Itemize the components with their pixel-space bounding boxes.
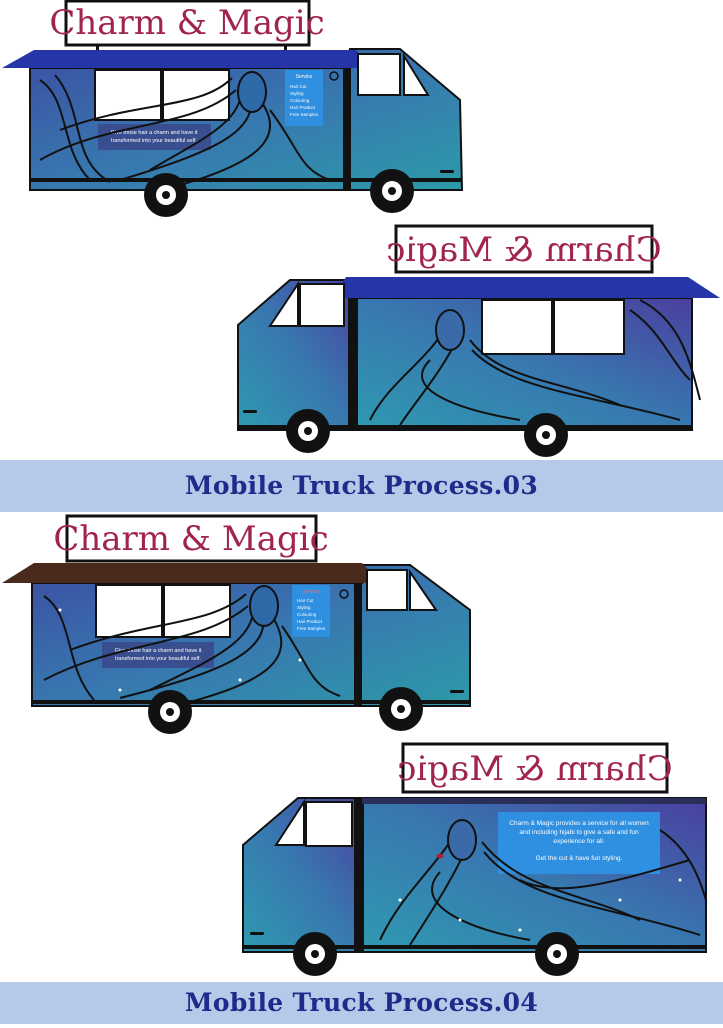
tagline-panel-3 (102, 642, 214, 668)
cab-window-4 (305, 801, 353, 847)
serving-window-3b (163, 584, 231, 638)
awning-1 (2, 50, 372, 68)
service-title-1: Service (296, 74, 313, 80)
svg-text:Service: Service (303, 589, 320, 595)
hair-art-3 (43, 585, 341, 703)
svg-text:Hair Cut: Hair Cut (290, 84, 307, 89)
svg-text:Free Samples: Free Samples (290, 112, 319, 117)
mirror-icon (339, 589, 349, 599)
tagline-line1-1: Give those hair a charm and have it (111, 130, 198, 136)
info-line1: Charm & Magic provides a service for all… (509, 820, 649, 827)
serving-window-2b (553, 299, 625, 355)
sign-text-1: Charm & Magic (49, 3, 324, 43)
caption-process-4: Mobile Truck Process.04 (184, 988, 539, 1017)
truck-3: Charm & Magic Give those hair a charm an… (2, 514, 471, 734)
sign-board-1 (64, 0, 311, 47)
svg-text:transformed into your beautifu: transformed into your beautiful self. (115, 656, 201, 662)
svg-text:Hair Product: Hair Product (297, 619, 323, 624)
info-panel-4 (498, 812, 660, 874)
svg-text:Free Samples: Free Samples (297, 626, 326, 631)
lips-icon (436, 853, 444, 859)
hair-art-1 (39, 71, 331, 186)
tagline-line2-1: transformed into your beautiful self. (111, 138, 197, 144)
sign-board-2 (394, 224, 654, 274)
serving-window-3a (95, 584, 163, 638)
cab-window-1 (357, 53, 401, 96)
sparkles-3 (58, 608, 302, 692)
svg-text:Styling: Styling (290, 91, 304, 96)
info-line3: experience for all. (553, 838, 604, 845)
tagline-panel-1 (98, 124, 211, 150)
svg-text:Colouring: Colouring (297, 612, 317, 617)
caption-process-3: Mobile Truck Process.03 (184, 471, 539, 500)
awning-2 (332, 277, 720, 298)
info-line4: Get the cut & have fun styling. (536, 855, 623, 862)
serving-window-2a (481, 299, 553, 355)
cab-window-2 (299, 283, 345, 327)
truck-1: Charm & Magic Give those hair a charm an… (2, 0, 464, 217)
caption-band-process-4: Mobile Truck Process.04 (0, 982, 723, 1024)
service-board-1 (285, 70, 323, 126)
caption-band-process-3: Mobile Truck Process.03 (0, 460, 723, 512)
hair-art-4 (379, 819, 707, 946)
mirror-icon (329, 71, 339, 81)
svg-text:Colouring: Colouring (290, 98, 310, 103)
sparkles-4 (398, 878, 682, 932)
sign-board-3 (65, 514, 318, 563)
service-board-3 (292, 585, 330, 637)
sign-text-3: Charm & Magic (53, 519, 328, 559)
sign-text-4: Charm & Magic (397, 749, 672, 789)
awning-3 (2, 563, 380, 583)
info-line2: and including hijabi to give a safe and … (519, 829, 639, 836)
svg-text:Hair Product: Hair Product (290, 105, 316, 110)
truck-2: Charm & Magic (237, 224, 720, 457)
svg-text:Styling: Styling (297, 605, 311, 610)
sign-text-2: Charm & Magic (386, 230, 661, 270)
truck-4: Charm & Magic Charm & Magic provides a s… (242, 742, 707, 976)
serving-window-1a (94, 69, 162, 121)
sign-board-4 (401, 742, 669, 794)
hair-art-2 (369, 299, 701, 426)
cab-window-3 (366, 569, 408, 611)
svg-text:Give those hair a charm and ha: Give those hair a charm and have it (115, 648, 202, 654)
svg-text:Hair Cut: Hair Cut (297, 598, 314, 603)
